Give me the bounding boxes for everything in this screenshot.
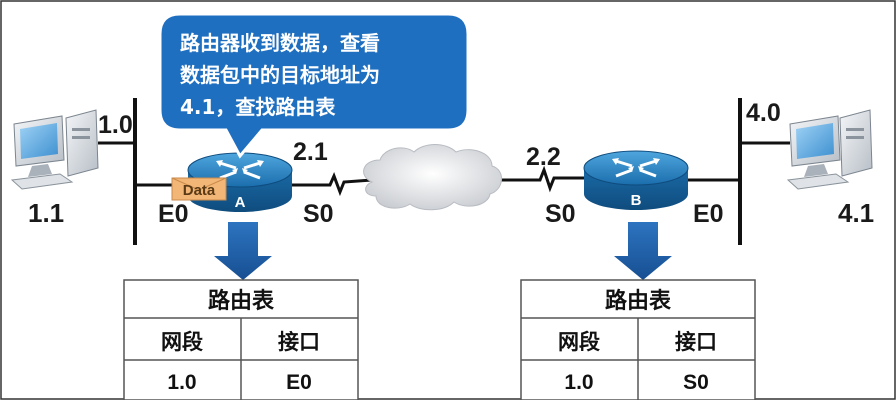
routing-table-b-row-segment: 1.0 bbox=[564, 371, 593, 394]
routing-table-a-col-interface: 接口 bbox=[278, 330, 320, 354]
callout-line-2: 数据包中的目标地址为 bbox=[180, 63, 380, 87]
wan-cloud-icon bbox=[363, 144, 502, 211]
routing-table-a: 路由表 网段 接口 1.0 E0 bbox=[123, 279, 359, 400]
router-a-serial-ip: 2.1 bbox=[293, 138, 328, 166]
router-b-s0-label: S0 bbox=[545, 200, 576, 228]
router-a-name: A bbox=[235, 194, 246, 211]
serial-link-a bbox=[292, 172, 373, 197]
router-a-s0-label: S0 bbox=[303, 200, 334, 228]
right-network-label: 4.0 bbox=[746, 99, 781, 127]
right-host-address: 4.1 bbox=[838, 198, 874, 228]
routing-table-b: 路由表 网段 接口 1.0 S0 bbox=[520, 279, 756, 400]
left-host-computer-icon bbox=[10, 109, 99, 190]
left-host-address: 1.1 bbox=[28, 198, 64, 228]
serial-link-b bbox=[495, 165, 590, 193]
router-b-serial-ip: 2.2 bbox=[526, 143, 561, 171]
routing-table-b-col-interface: 接口 bbox=[675, 330, 717, 354]
routing-table-a-row-segment: 1.0 bbox=[167, 371, 196, 394]
router-b-down-arrow-icon bbox=[614, 222, 672, 280]
callout-line-3: 4.1，查找路由表 bbox=[180, 95, 336, 119]
router-a-e0-label: E0 bbox=[158, 200, 189, 228]
routing-table-b-row-interface: S0 bbox=[683, 371, 709, 394]
callout-bubble: 路由器收到数据，查看 数据包中的目标地址为 4.1，查找路由表 bbox=[158, 12, 470, 159]
callout-line-1: 路由器收到数据，查看 bbox=[180, 31, 380, 55]
router-a-down-arrow-icon bbox=[214, 222, 272, 280]
routing-table-a-col-segment: 网段 bbox=[161, 330, 203, 354]
routing-table-a-row-interface: E0 bbox=[286, 371, 312, 394]
routing-table-a-title: 路由表 bbox=[208, 288, 275, 314]
data-packet-label: Data bbox=[183, 182, 216, 199]
routing-table-b-col-segment: 网段 bbox=[558, 330, 600, 354]
routing-table-b-title: 路由表 bbox=[605, 288, 672, 314]
router-b-name: B bbox=[631, 192, 642, 209]
router-b-icon: B bbox=[583, 150, 689, 210]
left-network-label: 1.0 bbox=[98, 111, 133, 139]
right-host-computer-icon bbox=[786, 109, 873, 190]
router-b-e0-label: E0 bbox=[693, 200, 724, 228]
data-packet-icon: Data bbox=[171, 177, 227, 201]
